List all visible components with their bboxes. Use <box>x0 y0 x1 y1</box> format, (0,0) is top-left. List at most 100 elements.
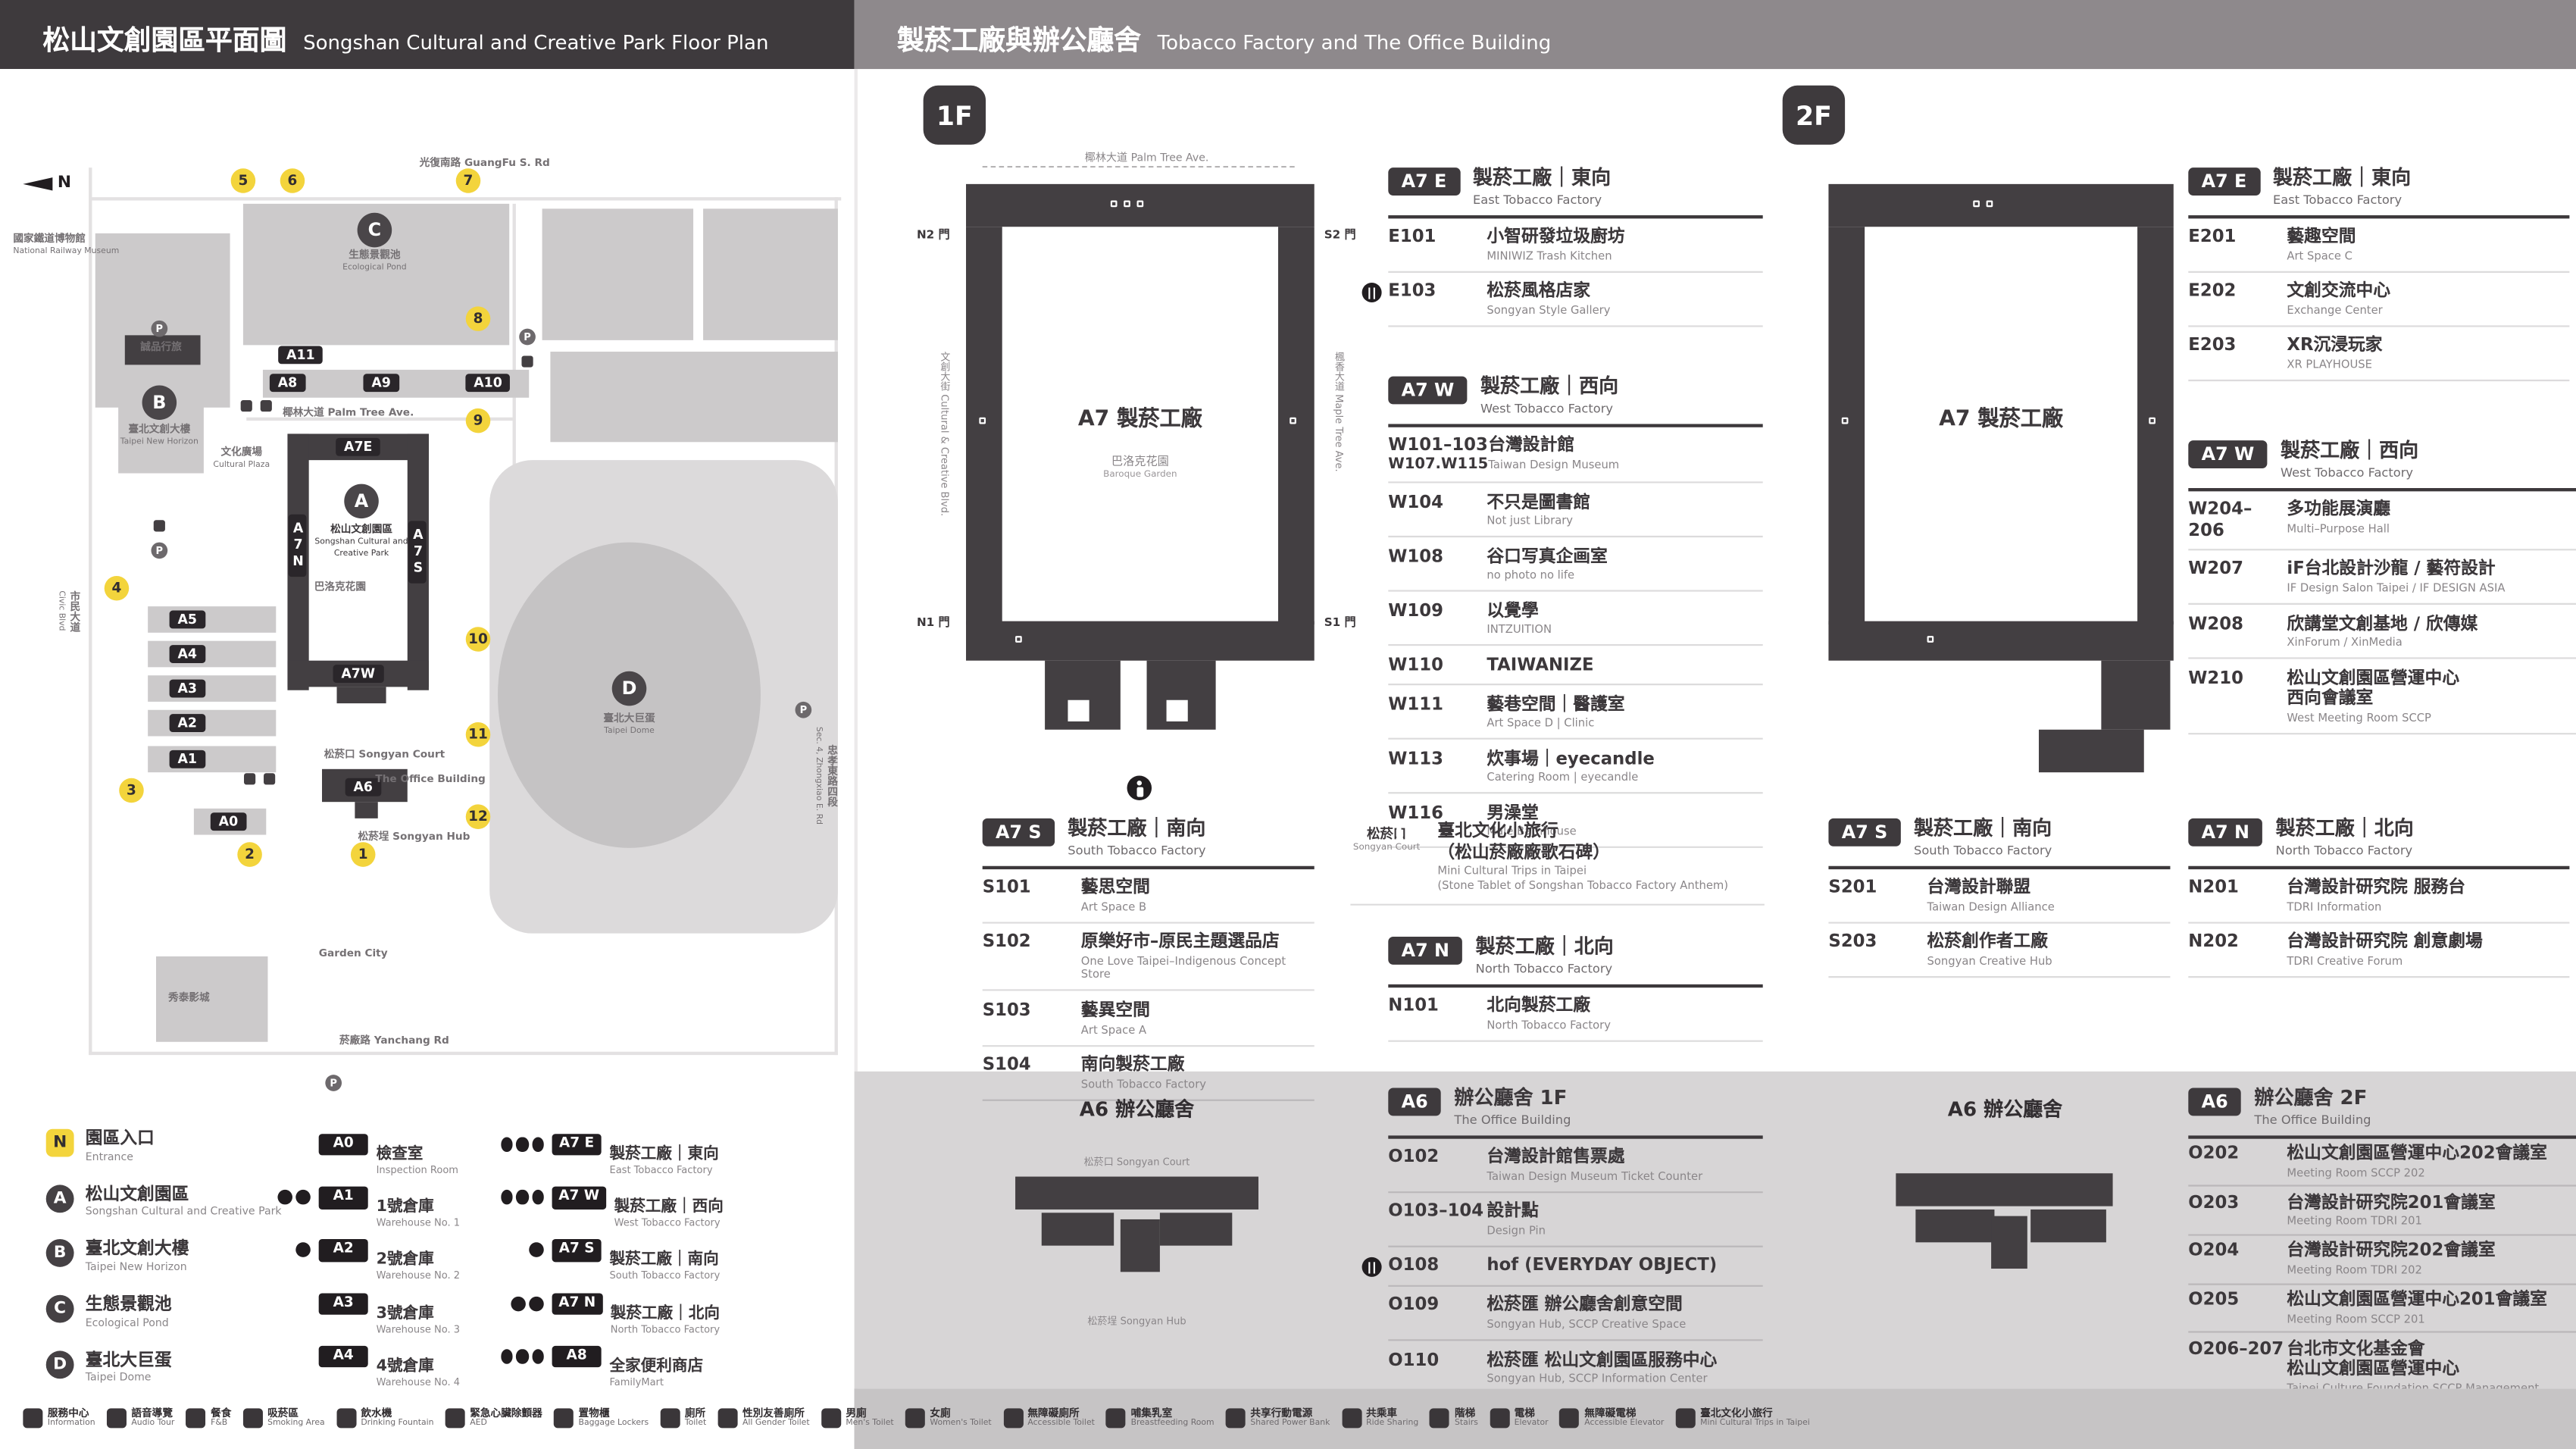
room-code: O205 <box>2188 1290 2240 1310</box>
baroque-garden-en: Baroque Garden <box>1103 470 1177 480</box>
building-tag: A10 <box>465 374 511 393</box>
section-tag: A7 N <box>2188 818 2263 847</box>
room-name-zh: 台灣設計研究院 服務台 <box>2287 878 2466 898</box>
plan-west-bar <box>1828 227 1865 624</box>
room-code: W208 <box>2188 614 2243 634</box>
pictogram <box>1290 417 1296 424</box>
room-name-en: One Love Taipei–Indigenous Concept Store <box>1080 954 1286 982</box>
directory-room-row: O102 台灣設計館售票處 Taiwan Design Museum Ticke… <box>1388 1138 1763 1193</box>
room-name-en: Design Pin <box>1487 1224 1546 1238</box>
map-label: The Office Building <box>375 774 486 786</box>
map-label: 市民大道 Civic Blvd <box>56 590 80 632</box>
a6-left-block <box>1915 1209 1995 1243</box>
room-code: S102 <box>982 932 1031 953</box>
pictogram <box>1986 200 1993 208</box>
floor2-plan: A7 製菸工廠 <box>1828 171 2174 812</box>
directory-room-row: O103–104 設計點 Design Pin <box>1388 1193 1763 1247</box>
room-name-zh: 谷口写真企画室 <box>1487 546 1608 567</box>
room-code: O110 <box>1388 1350 1440 1370</box>
room-name-zh: 藝異空間 <box>1080 1000 1150 1021</box>
north-arrow-icon <box>23 177 53 190</box>
map-label: 菸廠路 Yanchang Rd <box>339 1035 449 1047</box>
building-code-tag: A2 <box>318 1239 368 1262</box>
header-left: 松山文創園區平面圖 Songshan Cultural and Creative… <box>0 0 855 70</box>
a6-stem <box>1120 1219 1160 1272</box>
facility-pictogram <box>153 520 165 532</box>
room-code: E202 <box>2188 281 2237 302</box>
facility-pictogram <box>244 773 256 785</box>
room-name-en: Male Bathhouse <box>1487 825 1577 839</box>
warehouse-a2-block <box>148 709 277 737</box>
room-name-zh: 男澡堂 <box>1487 803 1539 823</box>
building-tag: A8 <box>269 374 306 393</box>
room-name-en: Catering Room | eyecandle <box>1487 771 1639 784</box>
room-name-en: Songyan Hub, SCCP Information Center <box>1487 1372 1708 1386</box>
warehouse-a1-block <box>148 746 277 773</box>
directory-room-row: W204–206 多功能展演廳 Multi–Purpose Hall <box>2188 491 2576 551</box>
facility-icon <box>905 1409 925 1429</box>
facility-icon <box>717 1409 738 1429</box>
room-name-en: South Tobacco Factory <box>1080 1077 1206 1091</box>
entrance-number-marker: 5 <box>230 168 256 193</box>
facility-pictogram <box>264 773 276 785</box>
warehouse-a5-block <box>148 606 277 633</box>
directory-room-row: O108 hof (EVERYDAY OBJECT) <box>1361 1247 1763 1287</box>
plan-north-bar <box>966 183 1315 227</box>
directory-room-row: S203 松菸創作者工廠 Songyan Creative Hub <box>1828 923 2171 978</box>
room-name-zh: 藝趣空間 <box>2287 227 2356 247</box>
room-name-zh2: 西向會議室 <box>2287 689 2374 709</box>
baroque-garden-zh: 巴洛克花園 <box>1111 455 1169 468</box>
directory-room-row: W207 iF台北設計沙龍 / 藝符設計 IF Design Salon Tai… <box>2188 550 2576 606</box>
section-title-en: Tobacco Factory and The Office Building <box>1157 31 1552 55</box>
facility-icon <box>106 1409 127 1429</box>
room-name-zh: 台灣設計館 <box>1488 436 1575 456</box>
gate-label: N1 門 <box>916 616 950 630</box>
building-code-tag: A7 E <box>552 1134 602 1156</box>
directory-room-row: W116 男澡堂 Male Bathhouse <box>1388 794 1763 849</box>
room-code: O108 <box>1388 1256 1440 1276</box>
room-name-zh: 原樂好市–原民主題選品店 <box>1080 932 1280 953</box>
room-name-zh: 松菸創作者工廠 <box>1927 932 2048 953</box>
map-label: 國家鐵道博物館 National Railway Museum <box>13 233 120 257</box>
a6-right-block <box>2030 1209 2106 1243</box>
panel-divider <box>854 69 858 1389</box>
room-code: O206–207 <box>2188 1338 2284 1359</box>
directory-room-row: E103 松菸風格店家 Songyan Style Gallery <box>1361 273 1763 327</box>
room-name-zh: 台灣設計聯盟 <box>1927 878 2031 898</box>
entrance-number-marker: 4 <box>104 576 130 601</box>
facility-icon <box>1430 1409 1450 1429</box>
legend-marker: B <box>45 1239 74 1268</box>
room-name-en: TDRI Information <box>2287 900 2382 914</box>
room-name-en: Taiwan Design Alliance <box>1927 900 2055 914</box>
directory-room-row: W208 欣講堂文創基地 / 欣傳媒 XinForum / XinMedia <box>2188 605 2576 659</box>
room-name-zh: 台灣設計研究院 創意劇場 <box>2287 932 2483 953</box>
map-label: 松山文創園區 Songshan Cultural and Creative Pa… <box>314 524 408 559</box>
building-code-tag: A7 W <box>552 1186 606 1209</box>
directory-room-row: N101 北向製菸工廠 North Tobacco Factory <box>1388 987 1763 1042</box>
room-code: W116 <box>1388 803 1443 823</box>
facility-icon <box>660 1409 680 1429</box>
facility-icons <box>501 1190 544 1205</box>
room-code: O103–104 <box>1388 1201 1484 1222</box>
